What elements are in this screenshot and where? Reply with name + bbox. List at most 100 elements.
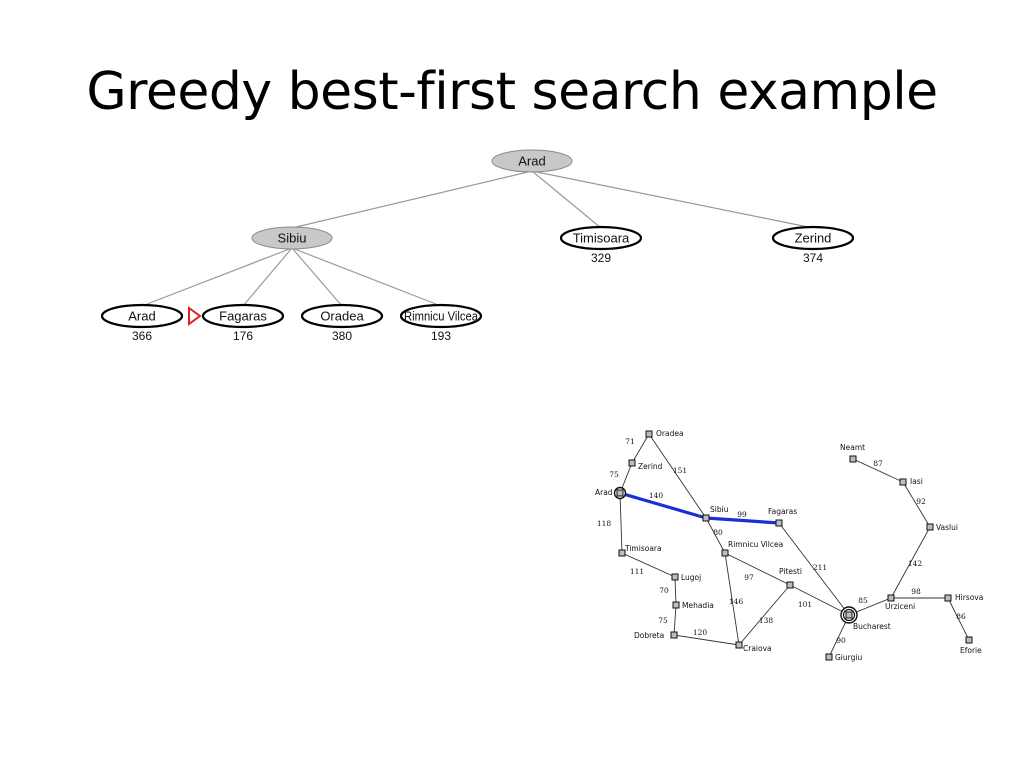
road-distance-label: 92 (916, 497, 926, 506)
city-square-icon (849, 455, 857, 463)
tree-node-ellipse (771, 225, 855, 251)
tree-node-label: Timisoara (573, 231, 630, 246)
city-square-icon (628, 459, 636, 467)
road-distance-label: 85 (858, 596, 868, 605)
city-label: Pitesti (779, 567, 802, 576)
map-city-neamt: Neamt (840, 443, 865, 463)
map-road (648, 433, 707, 519)
road-distance-label: 151 (673, 466, 687, 475)
map-city-sibiu: Sibiu (702, 505, 729, 522)
city-label: Vaslui (936, 523, 958, 532)
city-square-icon (645, 430, 653, 438)
city-square-icon (825, 653, 833, 661)
map-road (705, 517, 726, 554)
city-square-icon (735, 641, 743, 649)
map-city-bucharest: Bucharest (840, 606, 891, 631)
city-square-icon (670, 631, 678, 639)
map-road (778, 522, 850, 616)
road-distance-label: 80 (713, 528, 723, 537)
city-square-icon (721, 549, 729, 557)
map-road (619, 492, 623, 554)
map-city-iasi: Iasi (899, 477, 923, 486)
city-label: Lugoj (681, 573, 701, 582)
map-road (621, 552, 676, 578)
map-road (852, 458, 904, 483)
path-road-highlighted (705, 516, 780, 525)
map-road (673, 634, 740, 646)
tree-edge (141, 247, 293, 307)
map-city-timisoara: Timisoara (618, 544, 662, 557)
road-distance-label: 75 (658, 616, 668, 625)
map-city-mehadia: Mehadia (672, 601, 714, 610)
map-city-pitesti: Pitesti (779, 567, 802, 589)
map-road (789, 584, 850, 616)
road-distance-label: 86 (956, 612, 966, 621)
map-city-dobreta: Dobreta (634, 631, 678, 640)
tree-edge (291, 170, 533, 229)
road-distance-label: 138 (759, 616, 774, 625)
road-distance-label: 142 (908, 559, 923, 568)
city-label: Timisoara (624, 544, 662, 553)
tree-node-ellipse (300, 303, 384, 329)
road-distance-label: 75 (609, 470, 619, 479)
city-label: Neamt (840, 443, 865, 452)
road-distance-label: 70 (659, 586, 669, 595)
city-label: Arad (595, 488, 613, 497)
city-square-icon (965, 636, 973, 644)
city-label: Craiova (743, 644, 772, 653)
city-label: Iasi (910, 477, 923, 486)
road-distance-label: 140 (649, 491, 664, 500)
map-city-eforie: Eforie (960, 636, 982, 655)
map-city-zerind: Zerind (628, 459, 663, 471)
tree-edge (291, 247, 343, 307)
map-city-oradea: Oradea (645, 429, 684, 438)
tree-node-sibiu: Sibiu (251, 226, 333, 250)
road-distance-label: 111 (630, 567, 644, 576)
road-distance-label: 99 (737, 510, 747, 519)
tree-node-label: Arad (518, 154, 545, 169)
map-road (631, 433, 650, 464)
tree-edge (531, 170, 602, 229)
city-square-icon (702, 514, 710, 522)
tree-node-label: Zerind (795, 231, 832, 246)
city-square-icon (944, 594, 952, 602)
tree-node-arad-root: Arad (491, 149, 573, 173)
map-road (724, 552, 791, 586)
road-distance-label: 71 (625, 437, 635, 446)
city-label: Giurgiu (835, 653, 862, 662)
city-square-icon (845, 611, 853, 619)
city-square-icon (618, 549, 626, 557)
city-square-icon (926, 523, 934, 531)
city-label: Rimnicu Vilcea (728, 540, 783, 549)
city-label: Eforie (960, 646, 982, 655)
map-city-fagaras: Fagaras (768, 507, 797, 527)
tree-node-oradea: Oradea 380 (300, 303, 384, 343)
tree-node-heuristic: 380 (332, 329, 352, 343)
map-road (947, 597, 970, 641)
tree-edge (531, 170, 814, 229)
city-label: Oradea (656, 429, 684, 438)
map-city-hirsova: Hirsova (944, 593, 983, 602)
selection-arrow-icon (188, 306, 202, 326)
tree-node-ellipse (251, 226, 333, 250)
tree-node-label: Arad (128, 309, 155, 324)
map-city-giurgiu: Giurgiu (825, 653, 862, 662)
city-label: Urziceni (885, 602, 915, 611)
city-square-icon (775, 519, 783, 527)
map-city-urziceni: Urziceni (885, 594, 915, 611)
map-road (724, 552, 740, 646)
road-distance-label: 87 (873, 459, 883, 468)
map-city-vaslui: Vaslui (926, 523, 958, 532)
map-road (738, 584, 791, 646)
city-label: Bucharest (853, 622, 891, 631)
city-label: Zerind (638, 462, 663, 471)
tree-node-heuristic: 176 (233, 329, 253, 343)
tree-node-label: Oradea (320, 309, 364, 324)
